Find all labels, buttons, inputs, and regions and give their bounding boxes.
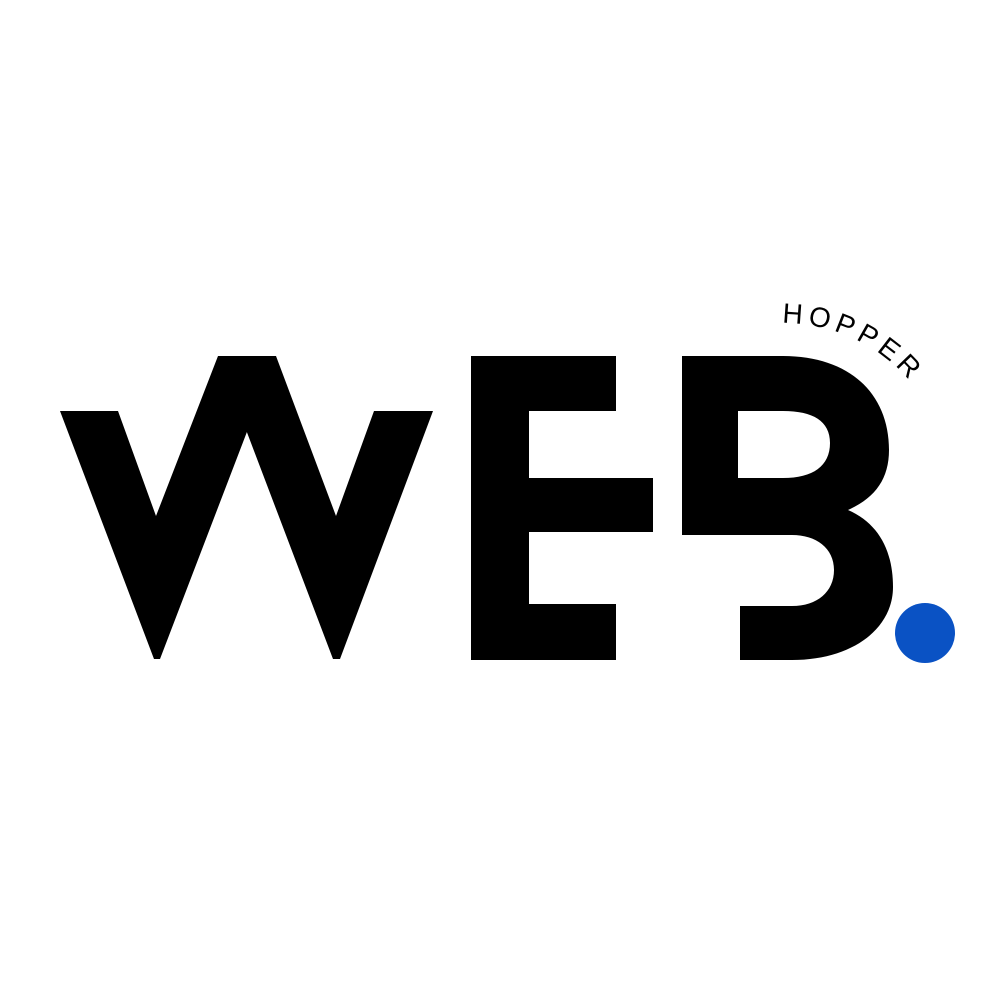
letter-w	[60, 356, 433, 659]
blue-dot-icon	[895, 603, 955, 663]
letter-w-right-stroke	[218, 356, 433, 659]
letter-b	[682, 356, 893, 660]
letter-w-left-stroke	[60, 356, 276, 659]
letter-e	[471, 356, 653, 660]
